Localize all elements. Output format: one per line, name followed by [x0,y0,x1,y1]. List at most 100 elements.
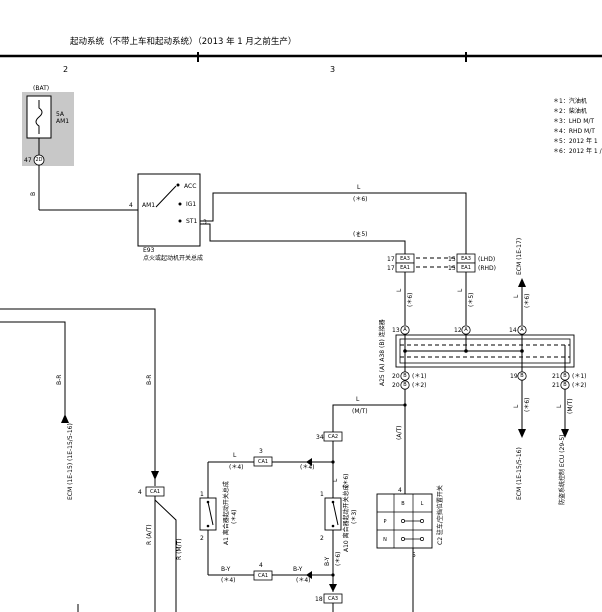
svg-text:B-R: B-R [56,375,63,385]
ignition-am1: AM1 [142,202,155,209]
svg-text:(＊4): (＊4) [221,577,236,584]
svg-text:CA1: CA1 [258,573,268,579]
svg-text:B-Y: B-Y [293,566,303,573]
ecm-reference: ECM (1E-15/5-16) [516,447,523,500]
svg-text:B: B [401,501,405,507]
park-neutral-switch: 4 B L P N 5 C2 驻车/空挡位置开关 [376,485,444,559]
legend: ＊1：汽油机 ＊2：柴油机 ＊3：LHD M/T ＊4：RHD M/T ＊5：2… [553,97,602,155]
ecm-reference: ECM (1E-15) (1E-15/5-16) [67,423,74,500]
wire-color-label: L [357,232,361,239]
svg-text:EA1: EA1 [400,265,410,271]
svg-text:L: L [332,478,339,482]
wire-left [0,321,66,420]
svg-text:19: 19 [510,373,518,380]
svg-text:2: 2 [320,535,324,542]
arrow-left-icon [306,571,312,579]
svg-text:1: 1 [200,491,204,498]
svg-text:4: 4 [259,562,263,569]
arrow-down-icon [329,584,337,592]
svg-text:B: B [403,382,407,388]
svg-text:(＊3): (＊3) [351,510,358,525]
svg-text:EA1: EA1 [461,265,471,271]
fuse-pin-number: 47 [24,157,32,164]
svg-text:A: A [520,327,524,333]
svg-text:20: 20 [392,382,400,389]
svg-text:L: L [396,288,403,292]
clutch-switch-a10: 1 2 A10 离合器起动开关总成 (＊3) [320,484,358,552]
ignition-switch: 4 AM1 ACC IG1 ST1 3 E93 点火或起动机开关总成 [129,173,207,262]
wire-note-label: (＊6) [353,196,368,203]
ignition-switch-box [137,173,201,247]
fuse-rating: 5A [56,111,65,118]
svg-text:B: B [563,382,567,388]
svg-text:CA3: CA3 [328,596,338,602]
ignition-name: 点火或起动机开关总成 [143,254,203,262]
switch-name: A10 离合器起动开关总成 [342,484,350,552]
svg-text:4: 4 [138,489,142,496]
svg-text:(A/T): (A/T) [396,426,403,440]
wire-r-branch [154,499,177,612]
svg-text:(＊4): (＊4) [300,464,315,471]
switch-contact-icon [332,501,339,526]
junction-block-inner [399,338,571,364]
svg-text:R (A/T): R (A/T) [146,524,153,545]
svg-text:A: A [403,327,407,333]
ignition-st1: ST1 [186,218,197,225]
fuse-bat-label: (BAT) [33,85,49,92]
svg-text:20: 20 [392,373,400,380]
svg-text:L: L [356,396,360,403]
ecm-reference: ECM (1E-17) [516,238,523,275]
switch-name: A1 离合器起动开关总成 [222,481,230,545]
svg-text:L: L [233,452,237,459]
svg-text:CA1: CA1 [258,459,268,465]
column-number-2: 2 [63,65,68,74]
wire-color-label: B [30,192,37,196]
arrow-up-icon [61,414,69,423]
pin-number: 17 [387,256,395,263]
svg-text:L: L [513,294,520,298]
arrow-down-icon [561,429,569,438]
arrow-down-icon [518,429,526,438]
pin-number: 17 [387,265,395,272]
svg-text:B-Y: B-Y [324,556,331,566]
svg-text:(＊4): (＊4) [296,577,311,584]
svg-text:21: 21 [552,382,560,389]
arrow-up-icon [518,278,526,287]
svg-text:(＊4): (＊4) [229,464,244,471]
svg-text:B: B [520,373,524,379]
svg-text:1: 1 [320,491,324,498]
svg-text:N: N [383,537,387,543]
svg-text:(＊6): (＊6) [407,293,414,308]
svg-text:3: 3 [259,448,263,455]
svg-text:(＊1): (＊1) [412,373,427,380]
svg-text:34: 34 [316,434,324,441]
clutch-switch-a1: 1 2 A1 离合器起动开关总成 (＊4) [199,481,238,545]
wire-left-loop [0,308,156,486]
svg-text:CA1: CA1 [150,489,160,495]
svg-text:L: L [513,404,520,408]
arrow-down-icon [151,471,159,480]
svg-text:(＊6): (＊6) [335,552,342,567]
immobiliser-reference: 防盗系统控制 ECU (29-5) [558,435,566,506]
svg-text:(M/T): (M/T) [352,408,368,415]
pin-number: 15 [448,256,456,263]
fuse-name: AM1 [56,118,69,125]
wire-l-top [200,192,467,254]
wire-color-label: L [357,184,361,191]
fuse-icon [35,100,43,134]
svg-text:B: B [563,373,567,379]
svg-text:L: L [457,288,464,292]
svg-text:B-R: B-R [146,375,153,385]
pin-number: 15 [448,265,456,272]
legend-item: ＊5：2012 年 1 [553,137,598,145]
svg-text:(＊6): (＊6) [343,474,350,489]
svg-text:(＊2): (＊2) [412,382,427,389]
svg-text:5: 5 [412,552,416,559]
svg-text:(＊2): (＊2) [572,382,587,389]
connector-ca1-bottom [253,570,273,581]
wire-l-mt [332,389,406,432]
svg-text:12: 12 [454,327,462,334]
svg-text:EA3: EA3 [461,256,471,262]
switch-contact-icon [207,501,214,526]
